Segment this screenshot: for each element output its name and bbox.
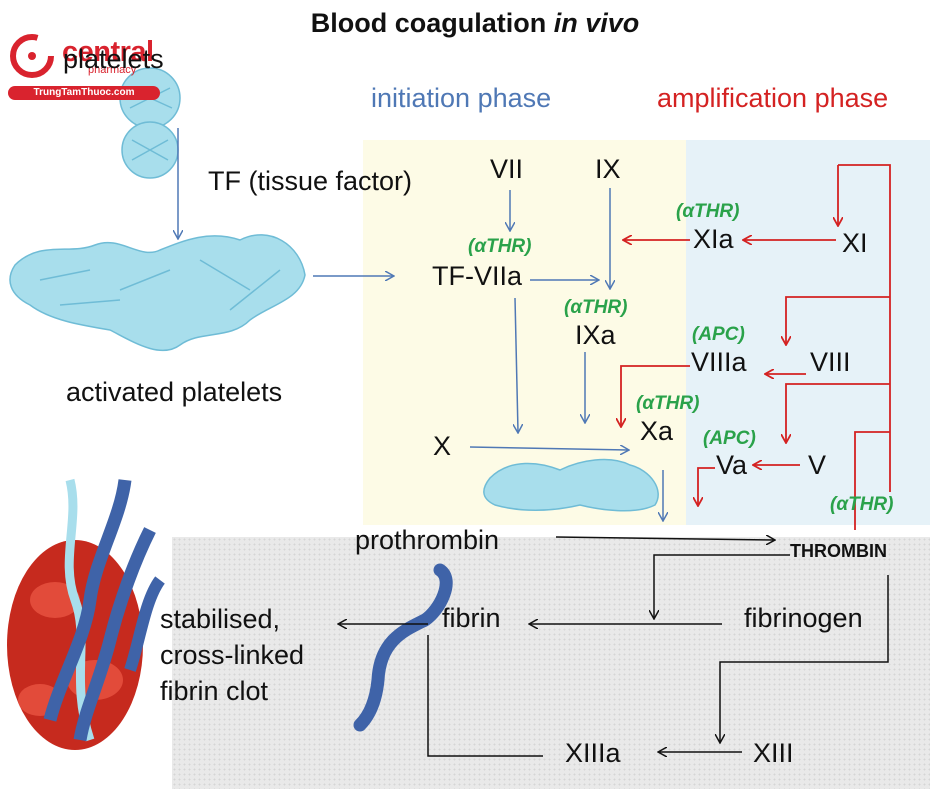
athr-tf-cofactor: (αTHR) xyxy=(468,236,532,257)
brand-logo-icon[interactable] xyxy=(8,32,56,80)
activated-platelets-illustration xyxy=(9,234,306,352)
clot-illustration xyxy=(7,478,166,750)
initiation-panel xyxy=(363,140,688,525)
thrombin-label: THROMBIN xyxy=(790,541,887,561)
clot-label-line2: cross-linked xyxy=(160,640,305,670)
brand-logo-subtext: pharmacy xyxy=(88,64,137,76)
athr-xia-cofactor: (αTHR) xyxy=(676,201,740,222)
clot-label-line3: fibrin clot xyxy=(160,676,269,706)
fibrin-panel xyxy=(172,537,930,789)
activated-platelets-label: activated platelets xyxy=(66,377,283,407)
title-main: Blood coagulation xyxy=(310,8,554,38)
factor-xia-label: XIa xyxy=(693,224,734,254)
fibrin-strand-illustration xyxy=(353,563,453,732)
factor-xiiia-label: XIIIa xyxy=(565,738,621,768)
resting-platelets-illustration xyxy=(119,67,181,179)
title-italic: in vivo xyxy=(553,8,640,38)
factor-vii-label: VII xyxy=(490,154,524,184)
factor-va-label: Va xyxy=(716,450,748,480)
fibrinogen-label: fibrinogen xyxy=(744,603,863,633)
tissue-factor-label: TF (tissue factor) xyxy=(208,166,413,196)
factor-xa-label: Xa xyxy=(640,416,674,446)
factor-xi-label: XI xyxy=(842,228,868,258)
prothrombin-label: prothrombin xyxy=(355,525,500,555)
tf-viia-label: TF-VIIa xyxy=(432,261,523,291)
athr-ixa-cofactor: (αTHR) xyxy=(564,297,628,318)
platelets-label: platelets xyxy=(63,44,164,74)
apc-viiia-cofactor: (APC) xyxy=(692,324,745,345)
amplification-phase-heading: amplification phase xyxy=(657,83,889,113)
page-title: Blood coagulation in vivo xyxy=(0,8,950,39)
factor-x-label: X xyxy=(433,431,452,461)
factor-ixa-label: IXa xyxy=(575,320,616,350)
athr-xa-cofactor: (αTHR) xyxy=(636,393,700,414)
fibrin-label: fibrin xyxy=(442,603,501,633)
brand-site-bar[interactable]: TrungTamThuoc.com xyxy=(8,86,160,100)
factor-viii-label: VIII xyxy=(810,347,851,377)
apc-va-cofactor: (APC) xyxy=(703,428,756,449)
factor-xiii-label: XIII xyxy=(753,738,794,768)
clot-label-line1: stabilised, xyxy=(160,604,281,634)
factor-viiia-label: VIIIa xyxy=(691,347,747,377)
athr-thrombin-cofactor: (αTHR) xyxy=(830,494,894,515)
xa-platelets-illustration xyxy=(483,458,659,512)
initiation-phase-heading: initiation phase xyxy=(371,83,552,113)
factor-ix-label: IX xyxy=(595,154,621,184)
brand-logo-text[interactable]: central xyxy=(62,36,154,68)
factor-v-label: V xyxy=(808,450,827,480)
